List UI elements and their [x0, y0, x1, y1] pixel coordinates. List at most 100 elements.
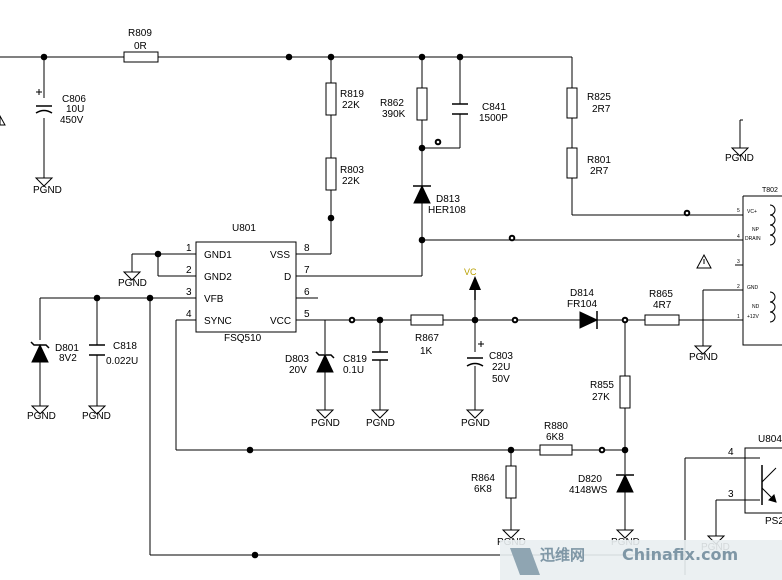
c806-value: 10U — [66, 104, 84, 115]
resistor-r825 — [566, 87, 578, 119]
svg-text:6: 6 — [304, 287, 310, 298]
svg-text:GND: GND — [747, 285, 759, 291]
diode-d820 — [616, 473, 634, 493]
svg-text:+12V: +12V — [747, 314, 759, 320]
svg-text:3: 3 — [728, 489, 734, 500]
r865-ref: R865 — [649, 289, 673, 300]
pgnd-label: PGND — [725, 153, 754, 164]
r862-value: 390K — [382, 109, 406, 120]
r819-ref: R819 — [340, 89, 364, 100]
pgnd-label: PGND — [366, 418, 395, 429]
labels: R809 0R C806 10U 450V R819 22K R803 22K … — [27, 28, 782, 553]
pgnd-label: PGND — [27, 411, 56, 422]
svg-text:NP: NP — [752, 227, 760, 233]
svg-text:PS2: PS2 — [765, 516, 782, 527]
r809-ref: R809 — [128, 28, 152, 39]
capacitor-c819 — [372, 351, 388, 361]
resistor-r809 — [123, 51, 159, 63]
pgnd-label: PGND — [33, 185, 62, 196]
warning-icon — [696, 253, 712, 269]
d820-ref: D820 — [578, 474, 602, 485]
pgnd-label: PGND — [82, 411, 111, 422]
svg-text:7: 7 — [304, 265, 310, 276]
svg-text:3: 3 — [737, 259, 740, 265]
c841-value: 1500P — [479, 113, 508, 124]
r862-ref: R862 — [380, 98, 404, 109]
watermark-en: Chinafix.com — [622, 545, 738, 564]
svg-text:2: 2 — [737, 284, 740, 290]
r880-ref: R880 — [544, 421, 568, 432]
svg-text:DRAIN: DRAIN — [745, 236, 761, 242]
resistor-r864 — [505, 465, 517, 499]
pgnd-ground-icon — [502, 523, 520, 539]
svg-text:4: 4 — [186, 309, 192, 320]
ground-symbols — [31, 141, 749, 545]
wires — [0, 56, 760, 575]
r803-value: 22K — [342, 176, 360, 187]
capacitor-c803 — [466, 341, 484, 367]
diode-d803 — [315, 351, 335, 373]
diode-d813 — [413, 184, 431, 204]
ic-pin-lines — [176, 253, 318, 321]
svg-text:ND: ND — [752, 304, 760, 310]
pgnd-ground-icon — [466, 403, 484, 419]
c806-voltage: 450V — [60, 115, 84, 126]
capacitor-c841 — [452, 103, 468, 115]
u801-ref: U801 — [232, 223, 256, 234]
watermark: 迅维网 Chinafix.com — [500, 540, 782, 580]
pgnd-label: PGND — [118, 278, 147, 289]
pin-d: D — [284, 272, 291, 283]
pin-vfb: VFB — [204, 294, 224, 305]
r819-value: 22K — [342, 100, 360, 111]
c819-value: 0.1U — [343, 365, 364, 376]
pin-vcc: VCC — [270, 316, 291, 327]
r801-value: 2R7 — [590, 166, 609, 177]
pgnd-label: PGND — [689, 352, 718, 363]
resistors — [123, 51, 680, 499]
r880-value: 6K8 — [546, 432, 564, 443]
resistor-r819 — [325, 82, 337, 116]
t802-ref: T802 — [762, 187, 778, 194]
d813-ref: D813 — [436, 194, 460, 205]
capacitor-c818 — [89, 344, 105, 356]
ic-u801-body — [195, 241, 297, 333]
warning-icon-partial — [0, 114, 6, 126]
c818-ref: C818 — [113, 341, 137, 352]
pgnd-label: PGND — [461, 418, 490, 429]
resistor-r855 — [619, 375, 631, 409]
d801-ref: D801 — [55, 343, 79, 354]
resistor-r803 — [325, 157, 337, 191]
pgnd-ground-icon — [371, 403, 389, 419]
pin-gnd2: GND2 — [204, 272, 232, 283]
capacitor-c806 — [35, 89, 53, 114]
resistor-r862 — [416, 87, 428, 121]
watermark-cn: 迅维网 — [540, 546, 585, 564]
pgnd-ground-icon — [316, 403, 334, 419]
r803-ref: R803 — [340, 165, 364, 176]
r864-ref: R864 — [471, 473, 495, 484]
r855-ref: R855 — [590, 380, 614, 391]
d814-value: FR104 — [567, 299, 597, 310]
pgnd-ground-icon — [616, 523, 634, 539]
r825-value: 2R7 — [592, 104, 611, 115]
svg-text:5: 5 — [304, 309, 310, 320]
c818-value: 0.022U — [106, 356, 138, 367]
resistor-r865 — [644, 314, 680, 326]
svg-text:2: 2 — [186, 265, 192, 276]
d801-value: 8V2 — [59, 353, 77, 364]
test-points — [348, 138, 691, 454]
svg-text:1: 1 — [737, 314, 740, 320]
d803-ref: D803 — [285, 354, 309, 365]
vc-label: VC — [464, 267, 477, 277]
pin-sync: SYNC — [204, 316, 232, 327]
capacitors — [35, 89, 484, 367]
r865-value: 4R7 — [653, 300, 672, 311]
c806-ref: C806 — [62, 94, 86, 105]
svg-text:3: 3 — [186, 287, 192, 298]
optocoupler-u804 — [744, 447, 782, 514]
u804-ref: U804 — [758, 434, 782, 445]
c803-voltage: 50V — [492, 374, 510, 385]
resistor-r801 — [566, 147, 578, 179]
